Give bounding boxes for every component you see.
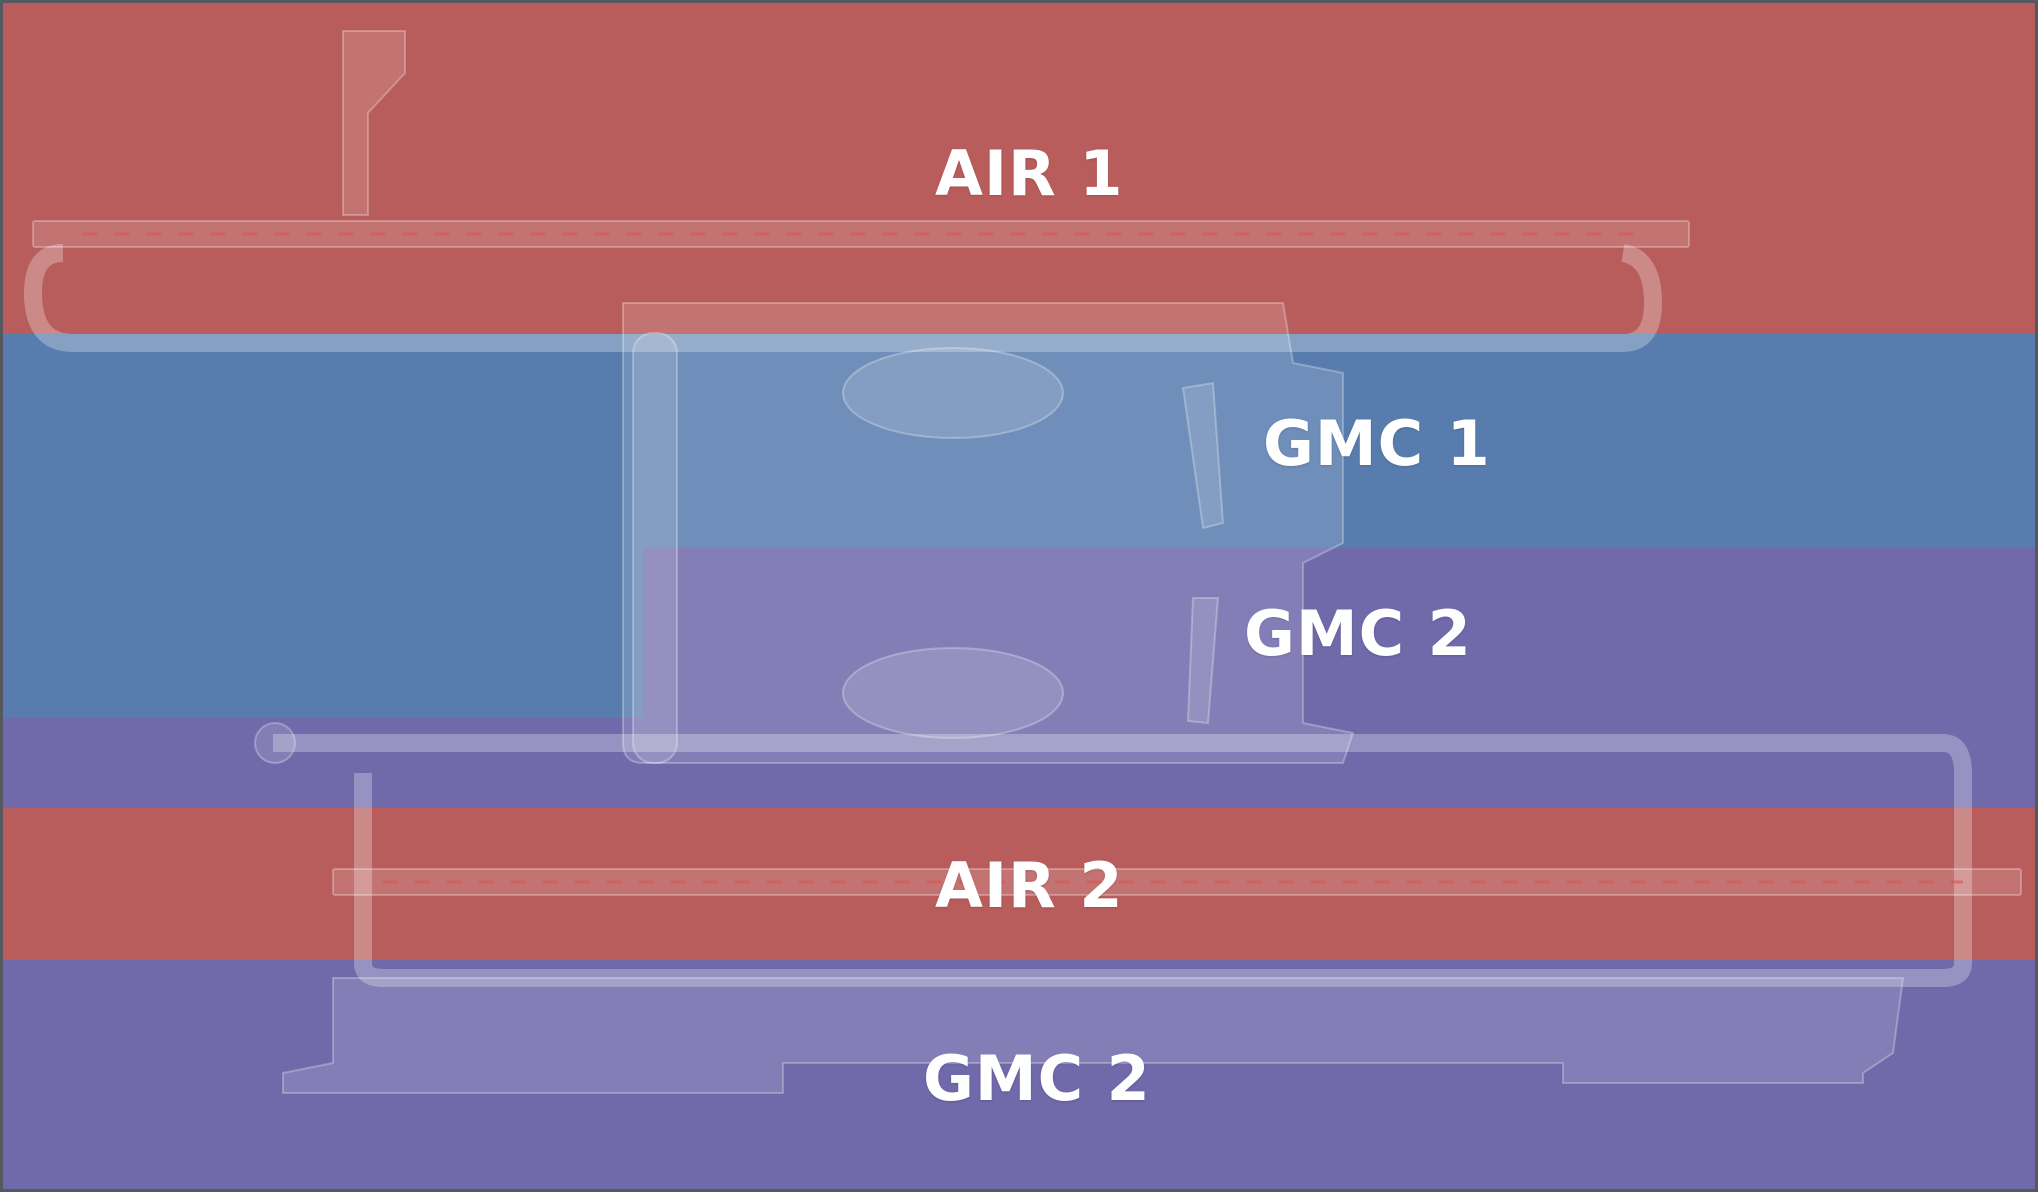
zone-label-air-2: AIR 2 (935, 849, 1124, 922)
zone-air-2 (3, 808, 2035, 960)
inner-loop-north (842, 347, 1064, 439)
zone-label-gmc-2-lower: GMC 2 (923, 1042, 1151, 1115)
terminal-apron (622, 302, 1355, 764)
runway-south (332, 868, 2022, 896)
taxiway-west-spine (632, 332, 678, 764)
south-apron (282, 977, 1905, 1094)
concourse-pier-2 (1186, 597, 1220, 725)
zone-gmc-1 (3, 333, 2035, 548)
airfield-diagram (23, 30, 2022, 1094)
taxiway-south-loop (273, 734, 1972, 987)
taxiway-north-loop (23, 244, 1663, 352)
taxiway-west-turnaround (254, 722, 296, 764)
inner-loop-south (842, 647, 1064, 739)
zone-label-gmc-1: GMC 1 (1263, 407, 1491, 480)
zone-label-gmc-2-upper: GMC 2 (1244, 597, 1472, 670)
taxiway-north-spur (342, 30, 406, 216)
zone-air-1 (3, 3, 2035, 333)
zone-label-air-1: AIR 1 (935, 137, 1124, 210)
zone-gmc-1-west-extension (3, 548, 643, 718)
zone-gmc-2-lower (3, 960, 2035, 1189)
concourse-pier (1181, 381, 1225, 530)
